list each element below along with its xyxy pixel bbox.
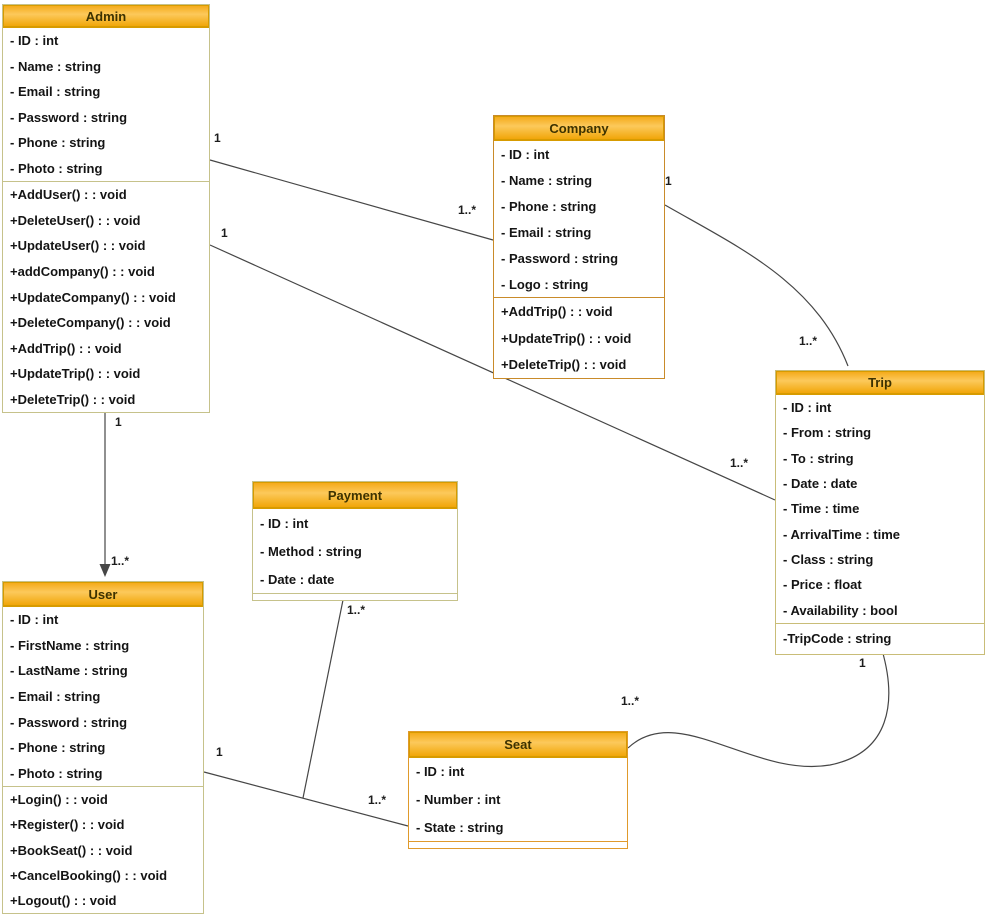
attribute-row: - Method : string <box>260 543 362 559</box>
class-admin[interactable]: Admin - ID : int - Name : string - Email : … <box>2 4 210 414</box>
multiplicity-label: 1..* <box>730 456 749 470</box>
class-admin-attrs: - ID : int - Name : string - Email : strin… <box>3 28 209 181</box>
class-user-title: User <box>3 582 203 607</box>
connector-company-trip[interactable] <box>664 204 849 367</box>
attribute-row: - Photo : string <box>10 765 103 781</box>
multiplicity-label: 1 <box>859 656 866 670</box>
class-user[interactable]: User - ID : int - FirstName : string - Last… <box>2 581 204 914</box>
class-trip-attrs: - ID : int - From : string - To : string - … <box>776 395 984 623</box>
class-company-attrs: - ID : int - Name : string - Phone : strin… <box>494 141 664 297</box>
attribute-row: - Email : string <box>501 224 592 240</box>
multiplicity-label: 1..* <box>458 203 477 217</box>
method-row: +addCompany() : : void <box>10 264 155 280</box>
footer-row: -TripCode : string <box>783 631 892 647</box>
attribute-row: - Date : date <box>783 476 858 492</box>
class-payment-footer <box>253 593 457 600</box>
attribute-row: - ID : int <box>10 612 59 628</box>
attribute-row: - Phone : string <box>501 198 597 214</box>
attribute-row: - ID : int <box>416 764 465 780</box>
method-row: +UpdateTrip() : : void <box>501 330 632 346</box>
class-seat-footer <box>409 841 627 848</box>
attribute-row: - Class : string <box>783 551 874 567</box>
attribute-row: - FirstName : string <box>10 637 130 653</box>
attribute-row: - Password : string <box>501 250 619 266</box>
class-company[interactable]: Company - ID : int - Name : string - Phone … <box>493 115 665 380</box>
attribute-row: - Password : string <box>10 109 128 125</box>
multiplicity-label: 1 <box>216 745 223 759</box>
multiplicity-label: 1..* <box>368 793 387 807</box>
class-seat-title: Seat <box>409 732 627 758</box>
attribute-row: - Email : string <box>10 689 101 705</box>
connector-admin-company[interactable] <box>209 159 494 241</box>
method-row: +AddTrip() : : void <box>501 303 613 319</box>
attribute-row: - Photo : string <box>10 160 103 176</box>
class-payment-attrs: - ID : int - Method : string - Date : date <box>253 509 457 593</box>
attribute-row: - Number : int <box>416 792 501 808</box>
multiplicity-label: 1 <box>665 174 672 188</box>
multiplicity-label: 1 <box>214 131 221 145</box>
method-row: +AddTrip() : : void <box>10 340 122 356</box>
attribute-row: - Time : time <box>783 501 860 517</box>
method-row: +DeleteTrip() : : void <box>10 392 136 408</box>
multiplicity-label: 1 <box>115 415 122 429</box>
attribute-row: - ID : int <box>783 400 832 416</box>
attribute-row: - State : string <box>416 819 504 835</box>
attribute-row: - Name : string <box>501 172 593 188</box>
method-row: +DeleteUser() : : void <box>10 212 141 228</box>
method-row: +DeleteTrip() : : void <box>501 357 627 373</box>
method-row: +UpdateCompany() : : void <box>10 289 176 305</box>
method-row: +UpdateUser() : : void <box>10 238 146 254</box>
connector-trip-seat[interactable] <box>627 649 890 768</box>
method-row: +DeleteCompany() : : void <box>10 315 171 331</box>
class-admin-methods: +AddUser() : : void +DeleteUser() : : voi… <box>3 181 209 412</box>
arrowhead-admin-user <box>99 564 111 577</box>
class-trip-footer: -TripCode : string <box>776 622 984 654</box>
attribute-row: - ID : int <box>10 33 59 49</box>
class-user-methods: +Login() : : void +Register() : : void +Bo… <box>3 786 203 913</box>
attribute-row: - Name : string <box>10 58 102 74</box>
class-company-methods: +AddTrip() : : void +UpdateTrip() : : voi… <box>494 297 664 378</box>
method-row: +Register() : : void <box>10 817 125 833</box>
multiplicity-label: 1..* <box>799 334 818 348</box>
multiplicity-label: 1..* <box>111 554 130 568</box>
multiplicity-label: 1..* <box>621 694 640 708</box>
attribute-row: - Email : string <box>10 84 101 100</box>
attribute-row: - To : string <box>783 450 854 466</box>
class-seat-attrs: - ID : int - Number : int - State : string <box>409 758 627 841</box>
class-payment-title: Payment <box>253 482 457 509</box>
class-payment[interactable]: Payment - ID : int - Method : string - Date… <box>252 481 458 601</box>
class-trip[interactable]: Trip - ID : int - From : string - To : stri… <box>775 370 985 655</box>
attribute-row: - From : string <box>783 425 872 441</box>
class-seat[interactable]: Seat - ID : int - Number : int - State : st… <box>408 731 628 850</box>
attribute-row: - Price : float <box>783 577 862 593</box>
attribute-row: - Date : date <box>260 571 335 587</box>
connector-user-seat[interactable] <box>203 771 409 827</box>
method-row: +CancelBooking() : : void <box>10 867 168 883</box>
multiplicity-label: 1 <box>221 226 228 240</box>
multiplicity-label: 1..* <box>347 603 366 617</box>
attribute-row: - Phone : string <box>10 740 106 756</box>
attribute-row: - ID : int <box>260 515 309 531</box>
attribute-row: - LastName : string <box>10 663 128 679</box>
method-row: +BookSeat() : : void <box>10 842 133 858</box>
attribute-row: - ID : int <box>501 146 550 162</box>
class-admin-title: Admin <box>3 5 209 28</box>
method-row: +Logout() : : void <box>10 893 117 908</box>
attribute-row: - Availability : bool <box>783 602 898 618</box>
connector-payment-user-seat[interactable] <box>302 599 344 799</box>
class-trip-title: Trip <box>776 371 984 395</box>
connector-admin-trip[interactable] <box>209 244 776 501</box>
attribute-row: - Logo : string <box>501 276 589 292</box>
class-company-title: Company <box>494 116 664 141</box>
class-user-attrs: - ID : int - FirstName : string - LastName… <box>3 607 203 786</box>
method-row: +UpdateTrip() : : void <box>10 366 141 382</box>
attribute-row: - Phone : string <box>10 135 106 151</box>
method-row: +AddUser() : : void <box>10 187 127 203</box>
attribute-row: - ArrivalTime : time <box>783 526 901 542</box>
method-row: +Login() : : void <box>10 792 108 808</box>
attribute-row: - Password : string <box>10 714 128 730</box>
